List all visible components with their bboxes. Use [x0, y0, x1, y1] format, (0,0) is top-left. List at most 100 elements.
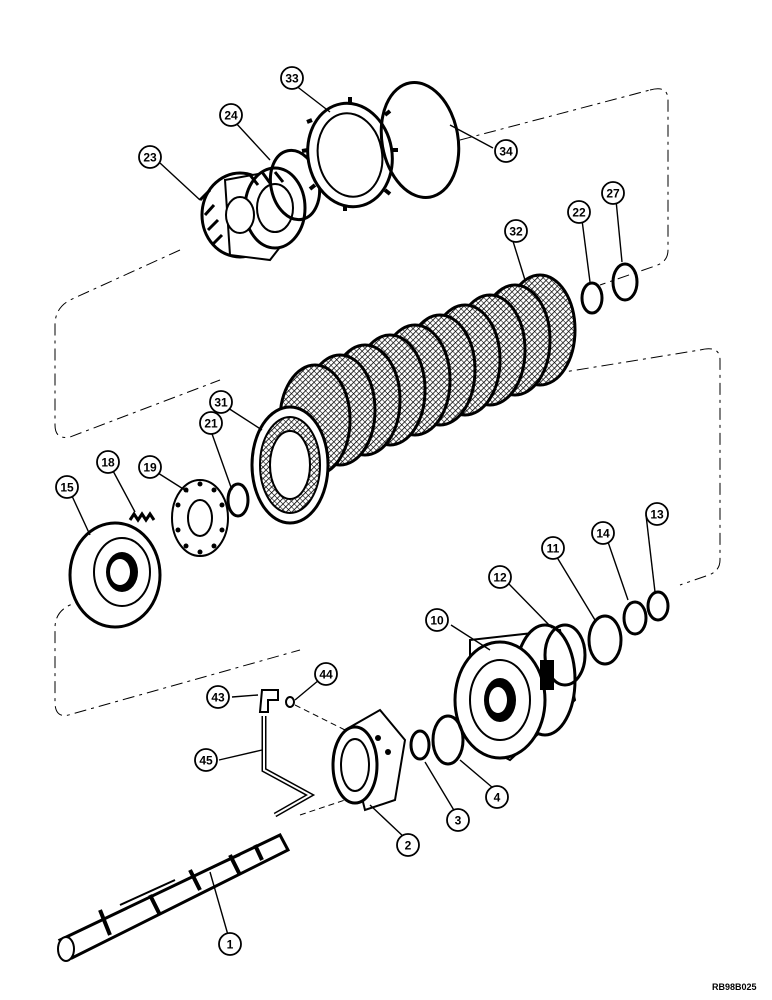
callout-label: 31: [214, 396, 228, 410]
callout-circle: [138, 145, 162, 169]
ring-part-22: [580, 281, 604, 315]
callout-label: 2: [405, 839, 412, 853]
callout-43: 43: [206, 685, 230, 709]
callout-circle: [541, 536, 565, 560]
callout-label: 18: [101, 456, 115, 470]
callout-circle: [55, 475, 79, 499]
callout-circle: [314, 662, 338, 686]
callout-22: 22: [567, 200, 591, 224]
callout-label: 45: [199, 754, 213, 768]
callout-31: 31: [209, 390, 233, 414]
callout-label: 43: [211, 691, 225, 705]
piston-part-15: [68, 521, 162, 629]
callout-45: 45: [194, 748, 218, 772]
callout-circle: [446, 808, 470, 832]
ring-part-4: [431, 714, 465, 766]
callout-1: 1: [218, 932, 242, 956]
callout-27: 27: [601, 181, 625, 205]
callout-circle: [494, 139, 518, 163]
callout-label: 10: [430, 614, 444, 628]
spring-plate-part-19: [171, 479, 229, 557]
spring-part-18: [128, 511, 156, 523]
callout-label: 12: [493, 571, 507, 585]
callout-2: 2: [396, 833, 420, 857]
callout-label: 22: [572, 206, 586, 220]
callout-15: 15: [55, 475, 79, 499]
callout-circle: [504, 219, 528, 243]
tube-part-45: [261, 716, 316, 818]
callout-33: 33: [280, 66, 304, 90]
drum-part-10: [453, 623, 577, 762]
callout-21: 21: [199, 411, 223, 435]
callout-11: 11: [541, 536, 565, 560]
drawing-code: RB98B025: [712, 982, 757, 992]
callout-label: 15: [60, 481, 74, 495]
callout-label: 44: [319, 668, 333, 682]
callout-label: 24: [224, 109, 238, 123]
ring-part-12: [543, 623, 587, 687]
callout-19: 19: [138, 455, 162, 479]
ring-part-11: [587, 614, 623, 666]
callout-label: 19: [143, 461, 157, 475]
alignment-line: [294, 704, 346, 816]
callout-12: 12: [488, 565, 512, 589]
upper-group-top-line: [459, 89, 651, 141]
callout-32: 32: [504, 219, 528, 243]
clutch-disc-part-31: [250, 405, 330, 525]
callout-24: 24: [219, 103, 243, 127]
callout-circle: [488, 565, 512, 589]
ring-part-3: [409, 729, 431, 761]
callout-circle: [591, 521, 615, 545]
ring-part-13: [646, 590, 670, 622]
upper-group-outline: [54, 88, 669, 438]
hub-part-23: [198, 166, 307, 262]
callout-14: 14: [591, 521, 615, 545]
callout-label: 21: [204, 417, 218, 431]
shaft-part-1: [57, 833, 291, 962]
callout-label: 13: [650, 508, 664, 522]
callout-circle: [206, 685, 230, 709]
callout-circle: [485, 785, 509, 809]
callout-circle: [96, 450, 120, 474]
elbow-fitting-part-43: [258, 689, 279, 713]
callout-label: 11: [547, 542, 560, 556]
callout-label: 27: [606, 187, 620, 201]
o-ring-part-44: [285, 696, 295, 708]
callout-10: 10: [425, 608, 449, 632]
callout-circle: [218, 932, 242, 956]
callout-label: 32: [509, 225, 523, 239]
callout-circle: [601, 181, 625, 205]
leader-lines: [71, 84, 656, 936]
plate-part-33: [301, 97, 398, 211]
callout-circle: [209, 390, 233, 414]
callout-label: 14: [596, 527, 610, 541]
clutch-discs-part-32: [278, 273, 577, 477]
callout-circle: [219, 103, 243, 127]
clutch-pack: [250, 273, 577, 525]
callout-circle: [567, 200, 591, 224]
callout-circle: [396, 833, 420, 857]
callout-circle: [199, 411, 223, 435]
callout-circle: [280, 66, 304, 90]
callout-label: 33: [285, 72, 299, 86]
callout-34: 34: [494, 139, 518, 163]
callout-18: 18: [96, 450, 120, 474]
callout-23: 23: [138, 145, 162, 169]
callout-circle: [194, 748, 218, 772]
callout-label: 34: [499, 145, 513, 159]
callout-13: 13: [645, 502, 669, 526]
callout-label: 4: [494, 791, 501, 805]
callout-circle: [425, 608, 449, 632]
callout-circle: [645, 502, 669, 526]
ring-part-27: [611, 262, 639, 302]
ring-part-14: [622, 600, 648, 636]
callout-44: 44: [314, 662, 338, 686]
callout-label: 1: [227, 938, 234, 952]
ring-part-34: [379, 81, 461, 199]
snap-ring-part-21: [226, 482, 250, 518]
callout-label: 3: [455, 814, 462, 828]
callout-4: 4: [485, 785, 509, 809]
